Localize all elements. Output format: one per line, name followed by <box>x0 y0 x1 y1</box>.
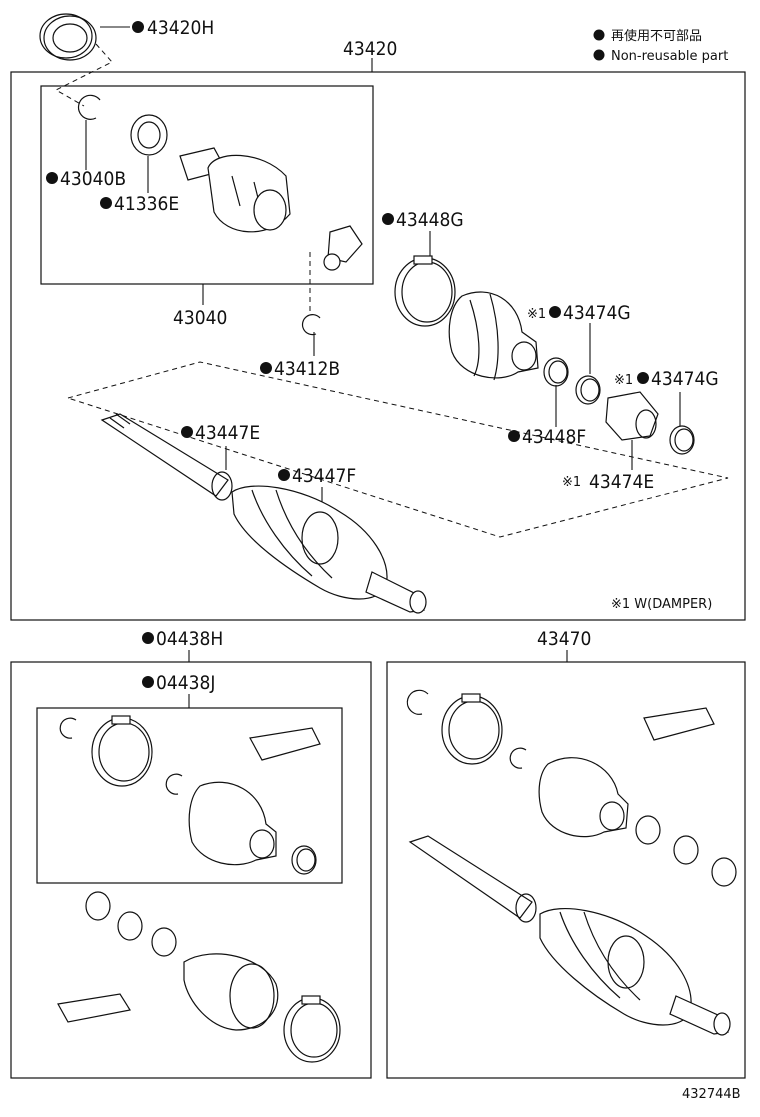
kit-boot <box>188 781 277 866</box>
frame-43420 <box>10 71 746 621</box>
kit-small-snap-ring <box>165 773 183 795</box>
part-41336E-ring <box>130 114 168 156</box>
shaft-assembly-outline <box>66 361 729 538</box>
label-43474G-b: 43474G <box>651 368 719 390</box>
label-43447F: 43447F <box>292 465 356 487</box>
kit-loose-clamps <box>85 891 177 957</box>
kit-grease-pack <box>249 727 321 761</box>
ref-mark: ※1 <box>562 475 581 490</box>
non-reusable-dot-icon <box>593 29 605 41</box>
shaft-kit-large-clamp <box>441 693 503 765</box>
kit-grease-pack-2 <box>57 993 131 1023</box>
label-43470: 43470 <box>537 628 591 650</box>
part-inner-boot <box>448 291 539 381</box>
part-43474E-damper <box>605 391 659 441</box>
shaft-kit-drive-shaft <box>408 835 731 1036</box>
legend-jp: 再使用不可部品 <box>611 28 702 44</box>
part-43474G-clamp-b <box>669 425 695 455</box>
shaft-kit-snap-ring <box>406 689 429 715</box>
label-43040: 43040 <box>173 307 227 329</box>
part-43420H-deflector <box>39 13 97 61</box>
label-41336E: 41336E <box>114 193 179 215</box>
shaft-kit-small-ring <box>509 747 527 769</box>
label-04438H: 04438H <box>156 628 223 650</box>
label-43040B: 43040B <box>60 168 126 190</box>
figure-id: 432744B <box>682 1087 741 1102</box>
label-43448F: 43448F <box>522 426 586 448</box>
part-43040B-snap-ring <box>77 94 101 120</box>
frame-04438H <box>10 661 372 1079</box>
part-43448F-clamp <box>543 357 569 387</box>
ref-mark: ※1 <box>527 307 546 322</box>
label-43412B: 43412B <box>274 358 340 380</box>
part-labels: 43420H 43420 43040B 41336E 43448G 43040 … <box>46 17 741 1102</box>
label-43420: 43420 <box>343 38 397 60</box>
label-43474G-a: 43474G <box>563 302 631 324</box>
kit-small-clamp <box>291 845 317 875</box>
frame-43470 <box>386 661 746 1079</box>
legend-en: Non-reusable part <box>611 49 728 64</box>
label-43447E: 43447E <box>195 422 260 444</box>
frame-43040 <box>40 85 374 285</box>
label-04438J: 04438J <box>156 672 215 694</box>
part-43474G-clamp-a <box>575 375 601 405</box>
kit-large-clamp-2 <box>283 995 341 1063</box>
footnote: ※1 W(DAMPER) <box>611 597 712 612</box>
part-43412B-snap-ring <box>301 314 321 336</box>
shaft-kit-boot <box>538 757 629 838</box>
part-43040-inboard-joint <box>179 147 363 271</box>
non-reusable-dot-icon <box>593 49 605 61</box>
label-43474E: 43474E <box>589 471 654 493</box>
legend: 再使用不可部品 Non-reusable part <box>593 28 728 64</box>
kit-large-clamp <box>91 715 153 787</box>
kit-outer-boot <box>183 953 279 1031</box>
shaft-kit-grease-pack <box>643 707 715 741</box>
part-drive-shaft <box>100 413 427 614</box>
shaft-kit-clamps <box>635 815 737 887</box>
part-43448G-clamp <box>394 255 456 327</box>
label-43420H: 43420H <box>147 17 214 39</box>
ref-mark: ※1 <box>614 373 633 388</box>
kit-snap-ring <box>59 717 77 739</box>
label-43448G: 43448G <box>396 209 464 231</box>
